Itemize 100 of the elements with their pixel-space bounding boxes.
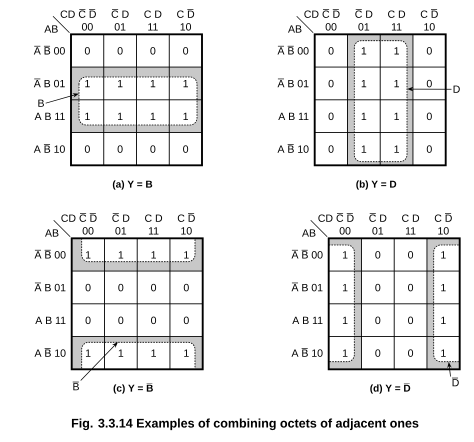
variable-label: AB <box>302 229 316 237</box>
cell-value: 1 <box>394 146 399 153</box>
column-header: C D <box>145 214 162 222</box>
cell-value: 1 <box>85 80 90 88</box>
row-header: A B̅ 10 <box>34 144 65 153</box>
column-header: 11 <box>148 23 158 30</box>
column-header: C̅ D <box>369 213 386 222</box>
cell-value: 0 <box>426 145 432 153</box>
cell-value: 1 <box>441 316 446 324</box>
cell-value: 1 <box>342 251 348 258</box>
cell-value: 0 <box>408 316 414 324</box>
cell-value: 0 <box>375 284 380 292</box>
cell-value: 0 <box>184 316 189 324</box>
column-header: C D̅ <box>178 213 195 222</box>
cell-value: 1 <box>118 80 123 88</box>
term-label: D <box>454 86 460 93</box>
variable-label: CD <box>318 214 332 222</box>
column-header: 10 <box>424 23 435 31</box>
column-header: 00 <box>326 23 336 31</box>
cell-value: 1 <box>118 350 124 357</box>
cell-value: 1 <box>362 112 366 120</box>
row-header: A̅ B 01 <box>34 78 65 88</box>
cell-value: 1 <box>441 284 446 292</box>
cell-value: 1 <box>362 80 366 88</box>
cell-value: 0 <box>328 47 334 55</box>
cell-value: 0 <box>84 145 90 153</box>
cell-value: 0 <box>426 80 432 88</box>
subcaption: (d) Y = D̅ <box>370 384 410 394</box>
column-header: C D̅ <box>177 9 194 18</box>
cell-value: 0 <box>118 316 124 324</box>
cell-value: 1 <box>184 112 188 120</box>
cell-value: 0 <box>150 47 156 55</box>
cell-value: 1 <box>394 80 399 88</box>
cell-value: 0 <box>86 284 91 292</box>
cell-value: 1 <box>118 251 124 258</box>
variable-label: CD <box>60 10 75 18</box>
cell-value: 0 <box>151 316 156 324</box>
cell-value: 0 <box>375 251 380 259</box>
column-header: 10 <box>180 23 192 31</box>
term-label: D̅ <box>452 378 459 386</box>
row-header: A̅ B̅ 00 <box>34 250 66 259</box>
cell-value: 1 <box>86 251 90 258</box>
cell-value: 0 <box>118 284 124 292</box>
cell-value: 0 <box>408 284 414 292</box>
row-header: A B 11 <box>34 112 65 120</box>
cell-value: 0 <box>118 47 123 55</box>
grouping-loop <box>328 244 355 362</box>
cell-value: 0 <box>328 80 334 88</box>
cell-value: 1 <box>184 80 188 88</box>
column-header: C D̅ <box>420 9 438 18</box>
cell-value: 0 <box>184 284 189 292</box>
term-label: B <box>38 100 44 107</box>
cell-value: 0 <box>408 349 414 357</box>
grouping-loop <box>354 40 408 162</box>
column-header: C̅ D̅ <box>78 9 96 18</box>
column-header: 11 <box>406 227 416 234</box>
variable-label: CD <box>61 214 76 222</box>
cell-value: 1 <box>151 350 156 357</box>
cell-value: 0 <box>426 47 432 55</box>
cell-value: 0 <box>84 47 90 55</box>
column-header: C̅ D <box>112 213 130 222</box>
column-header: C̅ D <box>355 9 372 18</box>
cell-value: 1 <box>441 251 446 258</box>
row-header: A B̅ 10 <box>34 348 66 357</box>
cell-value: 1 <box>394 112 399 120</box>
row-header: A B̅ 10 <box>278 144 309 153</box>
column-header: 10 <box>438 227 449 235</box>
column-header: C̅ D <box>112 9 129 18</box>
column-header: 00 <box>82 23 93 31</box>
cell-value: 0 <box>426 112 432 120</box>
column-header: 01 <box>358 23 370 31</box>
cell-value: 0 <box>183 47 188 55</box>
cell-value: 1 <box>184 251 189 258</box>
cell-value: 0 <box>150 145 156 153</box>
cell-value: 1 <box>150 112 156 120</box>
grouping-loop <box>78 76 198 126</box>
column-header: 11 <box>392 23 402 30</box>
cell-value: 1 <box>118 112 123 120</box>
subcaption: (c) Y = B̅ <box>114 384 153 394</box>
variable-label: CD <box>304 10 318 18</box>
column-header: 01 <box>372 227 384 235</box>
cell-value: 1 <box>362 146 366 153</box>
variable-label: AB <box>45 229 58 237</box>
subcaption: (b) Y = D <box>356 180 396 190</box>
row-header: A B 11 <box>278 112 308 120</box>
cell-value: 0 <box>375 316 380 324</box>
column-header: C D <box>144 10 162 18</box>
cell-value: 1 <box>150 80 156 88</box>
cell-value: 0 <box>183 145 188 153</box>
cell-value: 0 <box>86 316 91 324</box>
subcaption: (a) Y = B <box>112 180 152 190</box>
cell-value: 0 <box>328 112 334 120</box>
cell-value: 1 <box>362 47 366 54</box>
cell-value: 0 <box>118 145 123 153</box>
figure-caption: Fig. 3.3.14 Examples of combining octets of adjacent ones <box>72 418 418 430</box>
cell-value: 1 <box>184 350 189 357</box>
cell-value: 1 <box>85 112 90 120</box>
cell-value: 1 <box>441 350 446 357</box>
cell-value: 1 <box>86 350 90 357</box>
variable-label: AB <box>288 25 302 33</box>
